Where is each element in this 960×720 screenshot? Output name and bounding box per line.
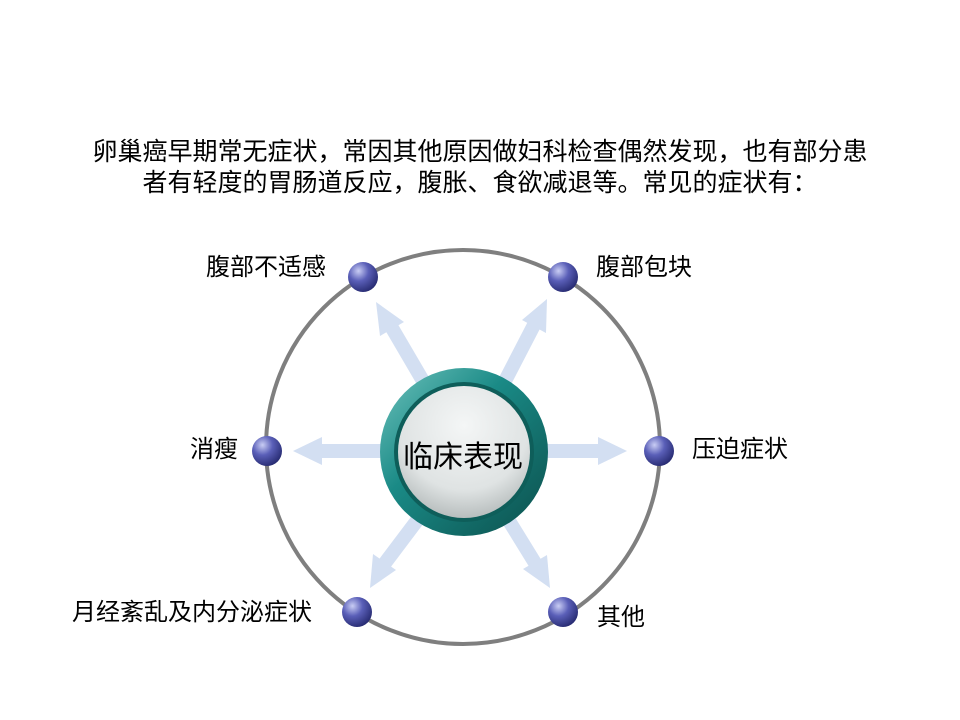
center-label: 临床表现 [403,440,523,475]
node-dot [252,436,282,466]
symptom-label: 压迫症状 [692,435,788,463]
symptom-label: 腹部包块 [596,253,692,281]
node-dot [644,436,674,466]
intro-line-2: 者有轻度的胃肠道反应，腹胀、食欲减退等。常见的症状有： [142,168,818,197]
hub-center [398,386,530,518]
node-dot [548,262,578,292]
symptom-label: 月经紊乱及内分泌症状 [72,598,312,626]
symptom-label: 腹部不适感 [206,253,326,281]
intro-text: 卵巢癌早期常无症状，常因其他原因做妇科检查偶然发现，也有部分患 者有轻度的胃肠道… [40,136,920,198]
node-dot [548,597,578,627]
intro-line-1: 卵巢癌早期常无症状，常因其他原因做妇科检查偶然发现，也有部分患 [92,137,868,166]
symptom-label: 其他 [597,603,645,631]
node-dot [342,597,372,627]
node-dot [348,262,378,292]
symptom-label: 消瘦 [190,435,238,463]
